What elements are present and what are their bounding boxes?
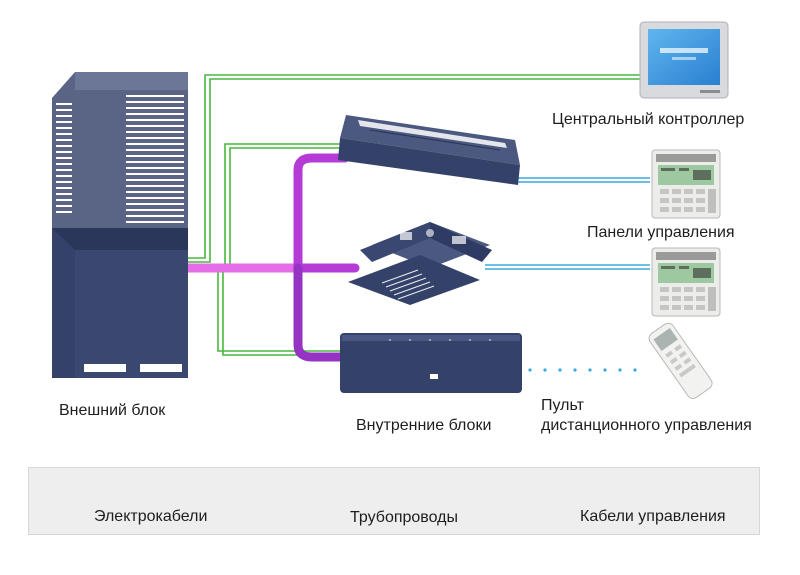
control-cables <box>485 177 650 270</box>
wall-unit-icon <box>340 333 522 393</box>
wireless-signal <box>528 368 637 372</box>
refrigerant-pipes <box>183 153 360 362</box>
legend <box>28 467 760 535</box>
control-panel-icon <box>651 149 721 219</box>
ceiling-duct-unit-icon <box>338 115 520 185</box>
control-panel-icon <box>651 247 721 317</box>
central-controller-icon <box>639 21 729 99</box>
legend-pipes-label: Трубопроводы <box>350 509 458 526</box>
outdoor-unit-label: Внешний блок <box>59 402 166 419</box>
indoor-units-label: Внутренние блоки <box>356 417 492 434</box>
legend-control-label: Кабели управления <box>580 508 726 525</box>
central-controller-label: Центральный контроллер <box>552 111 745 128</box>
remote-label-line2: дистанционного управления <box>541 417 752 434</box>
cassette-unit-icon <box>348 222 492 305</box>
remote-control-icon <box>648 322 713 399</box>
outdoor-unit-icon <box>52 72 188 378</box>
control-panels-label: Панели управления <box>587 224 735 241</box>
remote-label-line1: Пульт <box>541 397 584 414</box>
legend-electric-label: Электрокабели <box>94 508 208 525</box>
